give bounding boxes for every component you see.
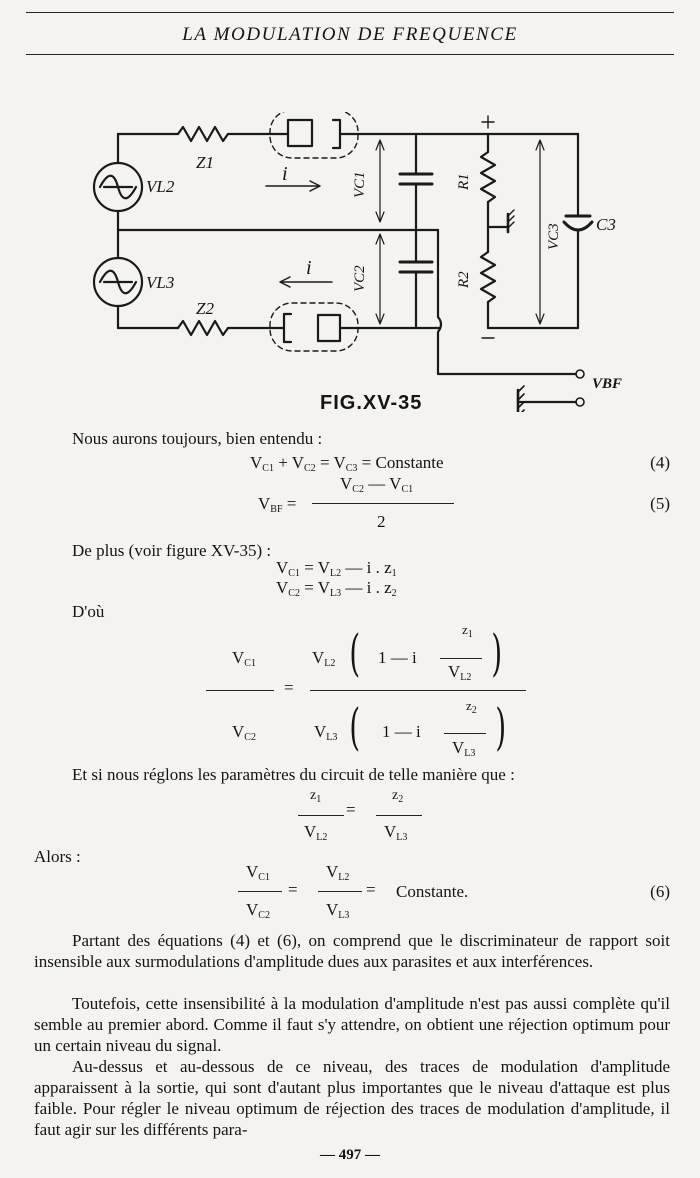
eq5-numerator: VC2 — VC1 [340, 474, 414, 495]
ratio-one-bottom: 1 — i [382, 722, 421, 741]
impedance-z2 [176, 319, 230, 337]
et-si-text: Et si nous réglons les paramètres du cir… [72, 765, 515, 784]
intro-text: Nous aurons toujours, bien entendu : [72, 429, 323, 448]
impedance-z1 [176, 125, 230, 143]
eq6-equals-2: = [366, 880, 376, 899]
ratio-left-line [206, 690, 274, 691]
paragraph-1: Partant des équations (4) et (6), on com… [34, 931, 670, 971]
label-i-bottom: i [306, 257, 312, 279]
paren-right-bottom: ) [495, 698, 507, 756]
label-vbf: VBF [592, 376, 622, 392]
label-i-top: i [282, 163, 288, 185]
cond-vl2: VL2 [304, 822, 328, 843]
label-vl2: VL2 [146, 177, 175, 196]
eq6-vl2: VL2 [326, 862, 350, 883]
figure-caption: FIG.XV-35 [320, 392, 423, 414]
ratio-vl2-den: VL2 [448, 662, 472, 683]
cond-equals: = [346, 800, 356, 819]
eq5-denominator: 2 [377, 512, 386, 531]
z1-fraction-line [440, 658, 482, 659]
label-z2: Z2 [196, 299, 214, 318]
ratio-equals: = [284, 678, 294, 697]
paragraph-2: Toutefois, cette insensibilité à la modu… [34, 994, 670, 1055]
paren-left-bottom: ( [349, 698, 361, 756]
header-rule-top [26, 12, 674, 13]
ratio-vl3-den: VL3 [452, 738, 476, 759]
label-z1: Z1 [196, 153, 214, 172]
resistor-r1 [479, 150, 497, 204]
z2-fraction-line [444, 733, 486, 734]
equation-4-number: (4) [650, 453, 670, 472]
eq6-vc2: VC2 [246, 900, 270, 921]
equation-6-number: (6) [650, 882, 670, 901]
generator-vl2-symbol [92, 161, 144, 213]
running-head: LA MODULATION DE FREQUENCE [182, 24, 518, 45]
header-rule-bottom [26, 54, 674, 55]
diode-top-symbol [269, 112, 490, 159]
eq6-left-line [238, 891, 282, 892]
label-vc3: VC3 [546, 223, 562, 250]
ratio-vl2: VL2 [312, 648, 336, 669]
paragraph-3: Au-dessus et au-dessous de ce niveau, de… [34, 1057, 670, 1139]
system-eq-2: VC2 = VL3 — i . z2 [276, 578, 397, 599]
circuit-diagram: VL2 VL3 Z1 Z2 i i VC1 VC2 R1 R2 VC3 C3 V… [92, 112, 622, 412]
ratio-z2: z2 [466, 698, 477, 716]
alors-text: Alors : [34, 847, 81, 866]
paren-right-top: ) [491, 624, 503, 682]
equation-5-number: (5) [650, 494, 670, 513]
generator-vl3-symbol [92, 256, 144, 308]
ratio-one-top: 1 — i [378, 648, 417, 667]
label-vc2: VC2 [352, 265, 368, 292]
ratio-right-line [310, 690, 526, 691]
eq4-rhs: Constante [375, 453, 444, 472]
eq6-rhs: Constante. [396, 882, 469, 901]
deplus-text: De plus (voir figure XV-35) : [72, 541, 272, 560]
dou-text: D'où [72, 602, 105, 621]
cond-right-line [376, 815, 422, 816]
eq5-fraction-line [312, 503, 454, 504]
eq6-vl3: VL3 [326, 900, 350, 921]
label-vc1: VC1 [352, 171, 368, 198]
eq6-equals-1: = [288, 880, 298, 899]
ratio-vc2: VC2 [232, 722, 256, 743]
label-c3: C3 [596, 215, 616, 234]
ratio-vc1: VC1 [232, 648, 256, 669]
paren-left-top: ( [349, 624, 361, 682]
system-eq-1: VC1 = VL2 — i . z1 [276, 558, 397, 579]
eq6-right-line [318, 891, 362, 892]
eq5-lhs: VBF = [258, 494, 297, 515]
label-r1: R1 [456, 173, 472, 191]
cond-left-line [298, 815, 344, 816]
cond-z1: z1 [310, 788, 322, 805]
cond-vl3: VL3 [384, 822, 408, 843]
cond-z2: z2 [392, 788, 404, 805]
label-vl3: VL3 [146, 273, 174, 292]
eq6-vc1: VC1 [246, 862, 270, 883]
equation-4: VC1 + VC2 = VC3 = Constante [250, 453, 444, 474]
ratio-z1: z1 [462, 622, 473, 640]
diode-bottom-symbol [269, 302, 442, 352]
resistor-r2 [479, 250, 497, 304]
ratio-vl3: VL3 [314, 722, 338, 743]
page-number: — 497 — [320, 1147, 380, 1163]
label-r2: R2 [456, 271, 472, 289]
